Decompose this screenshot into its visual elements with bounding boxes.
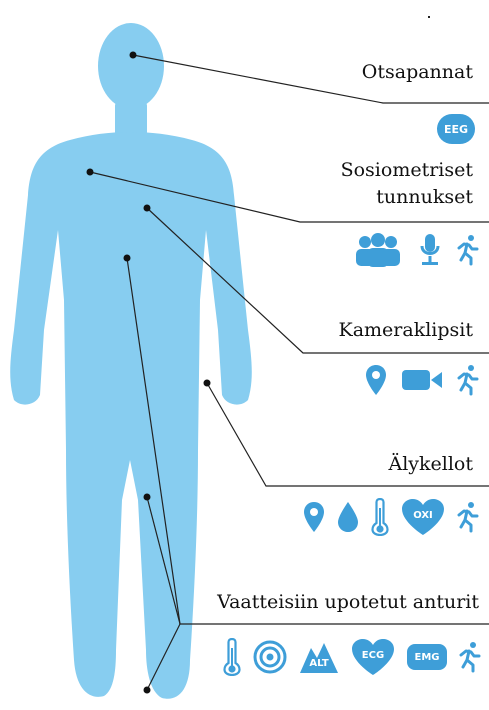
running-person-icon [459,641,481,673]
label-alykellot: Älykellot [388,454,473,476]
location-pin-icon [303,501,325,533]
human-body-silhouette [10,23,252,699]
stray-dot [428,16,430,18]
location-pin-icon [365,364,387,396]
anchor-dot-torso [124,255,131,262]
thermometer-icon [371,498,389,536]
group-people-icon [353,232,403,268]
anchor-dot-wrist [204,380,211,387]
label-otsapannat: Otsapannat [362,62,473,84]
icons-vaatteisiin: ALT ECG EMG [223,638,481,676]
label-kameraklipsit: Kameraklipsit [339,320,473,342]
running-person-icon [457,234,479,266]
running-person-icon [457,364,479,396]
emg-icon: EMG [407,644,447,670]
label-sosiometriset-line2: tunnukset [341,187,473,209]
oxi-text: OXI [413,510,433,521]
icons-kameraklipsit [365,364,479,396]
water-drop-icon [337,501,359,533]
ecg-text: ECG [362,650,384,661]
icons-otsapannat: EEG [437,114,475,144]
alt-mountain-icon: ALT [299,640,339,674]
microphone-icon [419,232,441,268]
video-camera-icon [401,367,443,393]
anchor-dot-foot [144,687,151,694]
alt-text: ALT [309,658,328,669]
ecg-heart-icon: ECG [351,638,395,676]
label-sosiometriset: Sosiometriset tunnukset [341,160,473,209]
thermometer-icon [223,638,241,676]
label-sosiometriset-line1: Sosiometriset [341,160,473,182]
eeg-icon: EEG [437,114,475,144]
icons-alykellot: OXI [303,498,479,536]
anchor-dot-head [130,52,137,59]
target-icon [253,640,287,674]
anchor-dot-chest-left [87,169,94,176]
running-person-icon [457,501,479,533]
anchor-dot-knee [144,494,151,501]
label-vaatteisiin: Vaatteisiin upotetut anturit [217,592,479,614]
icons-sosiometriset [353,232,479,268]
anchor-dot-chest-right [144,205,151,212]
oxi-heart-icon: OXI [401,498,445,536]
